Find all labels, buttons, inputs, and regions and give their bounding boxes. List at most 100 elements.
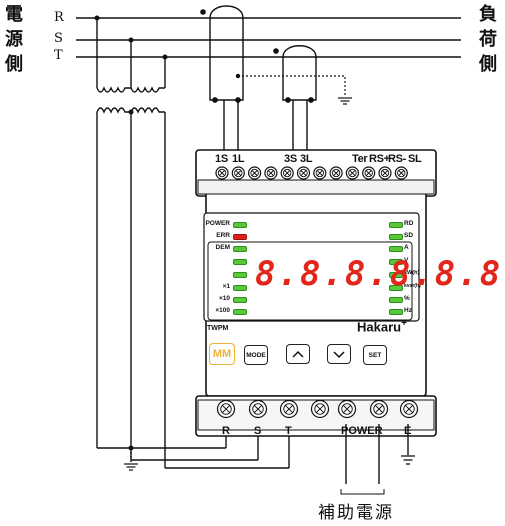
bottom-screws	[216, 399, 419, 419]
led-label-err: ERR	[216, 232, 230, 239]
mode-button[interactable]: MODE	[244, 345, 268, 365]
terminal-screw-icon	[313, 166, 327, 180]
load-side-char: 荷	[479, 29, 497, 50]
led-label-kvar: kvar(h)	[404, 283, 421, 289]
ct2	[282, 45, 317, 150]
load-side-char: 側	[479, 54, 497, 75]
mm-button-label: MM	[212, 348, 232, 360]
up-button[interactable]	[286, 344, 310, 364]
terminal-screw-icon	[279, 399, 299, 419]
led-v	[389, 259, 403, 265]
brand-plus: +	[401, 318, 407, 329]
led-label-kw: kW(h)	[404, 270, 420, 276]
terminal-r: R	[222, 425, 230, 437]
source-side-label: 電 源 側	[4, 2, 24, 77]
terminal-power: POWER	[341, 425, 383, 437]
led-dem	[233, 246, 247, 252]
led-kw	[389, 272, 403, 278]
led-hz	[389, 309, 403, 315]
ct-common-link	[238, 75, 346, 97]
terminal-rs-plus: RS+	[369, 153, 390, 165]
terminal-screw-icon	[394, 166, 408, 180]
pt-wiring	[96, 18, 290, 469]
arrow-glyphs	[292, 350, 345, 359]
led-a	[389, 246, 403, 252]
load-side-label: 負 荷 側	[478, 2, 498, 77]
led-err	[233, 234, 247, 240]
top-screws	[215, 166, 408, 180]
terminal-screw-icon	[362, 166, 376, 180]
earth-ground-icon	[401, 455, 415, 465]
chevron-down-icon	[333, 351, 345, 359]
terminal-sl: SL	[408, 153, 422, 165]
ct1	[209, 5, 244, 150]
terminal-screw-icon	[329, 166, 343, 180]
terminal-screw-icon	[296, 166, 311, 180]
source-side-char: 電	[5, 4, 23, 25]
led-label-dem: DEM	[215, 244, 230, 251]
terminal-screw-icon	[248, 166, 262, 180]
terminal-s: S	[254, 425, 262, 437]
set-button[interactable]: SET	[363, 345, 387, 365]
led-label-power: POWER	[205, 220, 230, 227]
load-side-char: 負	[479, 4, 497, 25]
terminal-screw-icon	[337, 399, 357, 419]
terminal-screw-icon	[345, 166, 359, 180]
led-label-v: V	[404, 257, 409, 264]
led-left-4	[233, 259, 247, 265]
terminal-screw-icon	[369, 399, 389, 419]
led-x100	[233, 309, 247, 315]
led-kvar	[389, 285, 403, 291]
chevron-up-icon	[292, 350, 304, 358]
led-percent	[389, 297, 403, 303]
led-label-x1: ×1	[222, 283, 230, 290]
terminal-screw-icon	[399, 399, 419, 419]
seven-segment-display: 8.8.8.8.8.8.	[255, 254, 505, 294]
led-x10	[233, 297, 247, 303]
terminal-1s: 1S	[215, 153, 228, 165]
terminal-screw-icon	[280, 166, 294, 180]
down-button[interactable]	[327, 344, 351, 364]
led-label-hz: Hz	[404, 307, 412, 314]
led-label-x100: ×100	[215, 307, 230, 314]
phase-label-r: R	[54, 10, 64, 25]
ct-ground-icon	[338, 97, 352, 105]
display-panel	[203, 212, 420, 322]
terminal-t: T	[285, 425, 292, 437]
terminal-3s: 3S	[284, 153, 297, 165]
terminal-screw-icon	[215, 166, 229, 180]
bus-lines	[76, 17, 461, 58]
led-label-sd: SD	[404, 232, 414, 239]
led-power	[233, 222, 247, 228]
led-sd	[389, 234, 403, 240]
mode-button-label: MODE	[246, 351, 266, 359]
led-rd	[389, 222, 403, 228]
mm-button[interactable]: MM	[209, 343, 235, 365]
source-side-char: 源	[5, 29, 23, 50]
terminal-e: E	[404, 425, 412, 437]
led-label-a: A	[404, 244, 409, 251]
terminal-screw-icon	[310, 399, 330, 419]
terminal-screw-icon	[264, 166, 278, 180]
brand-text: Hakaru	[357, 319, 402, 335]
phase-label-t: T	[54, 48, 63, 63]
terminal-screw-icon	[216, 399, 236, 419]
terminal-rs-minus: RS-	[388, 153, 407, 165]
led-left-5	[233, 272, 247, 278]
brand-logo: Hakaru+	[357, 318, 407, 334]
led-label-x10: ×10	[218, 295, 230, 302]
led-label-rd: RD	[404, 220, 414, 227]
terminal-screw-icon	[378, 166, 392, 180]
source-side-char: 側	[5, 54, 23, 75]
phase-label-s: S	[54, 31, 63, 46]
terminal-3l: 3L	[300, 153, 313, 165]
model-label: TWPM	[207, 325, 229, 332]
led-x1	[233, 285, 247, 291]
terminal-screw-icon	[248, 399, 268, 419]
terminal-screw-icon	[231, 166, 245, 180]
terminal-ter: Ter	[352, 153, 368, 165]
aux-power-wiring	[340, 424, 409, 495]
set-button-label: SET	[368, 351, 382, 359]
terminal-1l: 1L	[232, 153, 245, 165]
led-label-percent: %	[404, 295, 410, 302]
